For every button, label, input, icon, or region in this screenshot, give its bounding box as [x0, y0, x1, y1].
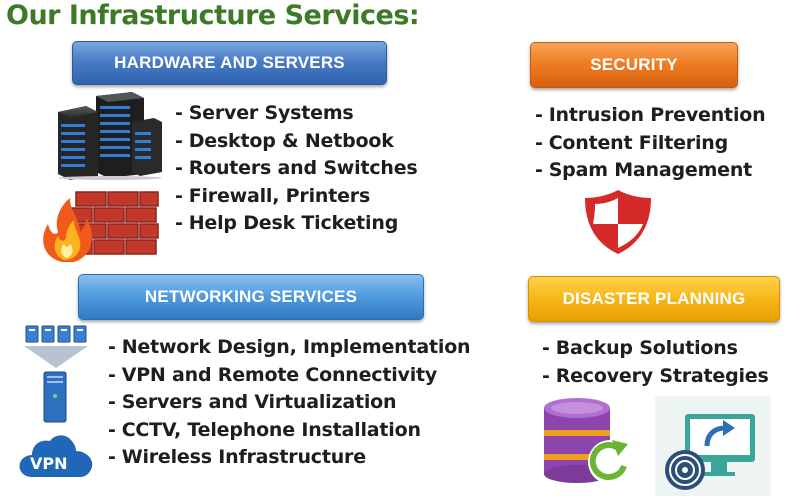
server-rack-icon	[58, 92, 162, 180]
network-server-icon	[24, 325, 88, 423]
security-heading-label: SECURITY	[590, 55, 678, 74]
list-item: -Recovery Strategies	[542, 364, 769, 387]
list-item: -Server Systems	[175, 102, 354, 124]
list-item: -Servers and Virtualization	[108, 391, 397, 413]
vpn-cloud-icon	[19, 435, 93, 477]
networking-heading: NETWORKING SERVICES	[78, 274, 424, 320]
list-item: -Routers and Switches	[175, 157, 418, 179]
page-title: Our Infrastructure Services:	[6, 0, 420, 31]
list-item: -Network Design, Implementation	[108, 336, 471, 358]
list-item: -Firewall, Printers	[175, 184, 371, 207]
list-item: -Desktop & Netbook	[175, 129, 394, 152]
list-item: -Wireless Infrastructure	[108, 446, 366, 468]
security-list: -Intrusion Prevention -Content Filtering…	[535, 102, 766, 185]
database-restore-icon	[544, 398, 632, 484]
list-item: -Backup Solutions	[542, 337, 738, 359]
firewall-icon	[43, 191, 159, 262]
networking-heading-label: NETWORKING SERVICES	[144, 287, 358, 306]
vpn-label: VPN	[30, 454, 68, 473]
hardware-heading-label: HARDWARE AND SERVERS	[114, 53, 345, 72]
shield-icon	[585, 190, 651, 254]
networking-list: -Network Design, Implementation -VPN and…	[108, 334, 471, 472]
list-item: -Help Desk Ticketing	[175, 212, 399, 234]
list-item: -Intrusion Prevention	[535, 104, 766, 126]
disaster-heading-label: DISASTER PLANNING	[562, 289, 746, 308]
hardware-list: -Server Systems -Desktop & Netbook -Rout…	[175, 100, 418, 238]
list-item: -Spam Management	[535, 159, 753, 181]
disk-restore-icon	[655, 396, 771, 496]
list-item: -CCTV, Telephone Installation	[108, 418, 421, 441]
list-item: -Content Filtering	[535, 131, 728, 154]
hardware-heading: HARDWARE AND SERVERS	[72, 41, 387, 85]
disaster-heading: DISASTER PLANNING	[528, 276, 780, 322]
disaster-list: -Backup Solutions -Recovery Strategies	[542, 335, 769, 390]
list-item: -VPN and Remote Connectivity	[108, 363, 438, 386]
security-heading: SECURITY	[530, 42, 738, 88]
